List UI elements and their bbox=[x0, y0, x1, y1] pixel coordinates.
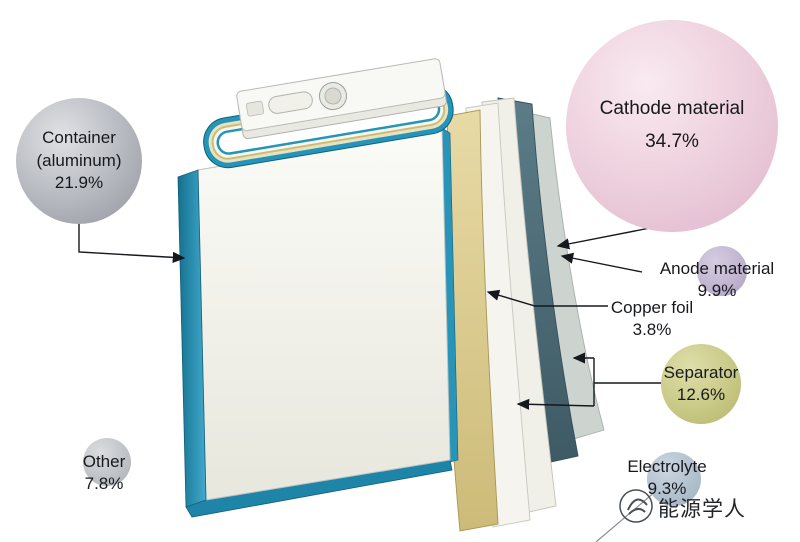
other-value: 7.8% bbox=[84, 474, 124, 494]
separator-value: 12.6% bbox=[676, 385, 726, 404]
separator-bubble: Separator 12.6% bbox=[661, 344, 741, 424]
other-label-block: Other 7.8% bbox=[54, 451, 154, 495]
copper-foil-label-block: Copper foil 3.8% bbox=[592, 297, 712, 341]
anode-label: Anode material bbox=[659, 259, 775, 278]
copper-foil-label: Copper foil bbox=[610, 298, 694, 317]
energy-scholar-logo-icon bbox=[619, 489, 653, 523]
cathode-bubble: Cathode material 34.7% bbox=[566, 20, 778, 232]
electrolyte-label-block: Electrolyte 9.3% bbox=[607, 456, 727, 500]
watermark-graphics bbox=[595, 473, 677, 542]
container-value: 21.9% bbox=[54, 173, 104, 193]
container-label: Container bbox=[42, 128, 116, 148]
anode-bubble bbox=[697, 246, 747, 296]
anode-value: 9.9% bbox=[697, 281, 737, 301]
can-front-face bbox=[197, 127, 451, 501]
anode-callout-line bbox=[560, 252, 643, 273]
watermark-text: 能源学人 bbox=[658, 498, 746, 521]
callout-lines bbox=[78, 224, 661, 410]
lid-square-pad bbox=[245, 100, 265, 117]
copper-foil-value: 3.8% bbox=[632, 320, 672, 340]
anode-label-block: Anode material 9.9% bbox=[637, 258, 797, 302]
container-callout-line bbox=[78, 224, 186, 263]
container-bubble: Container (aluminum) 21.9% bbox=[16, 98, 142, 224]
container-qualifier: (aluminum) bbox=[36, 150, 122, 170]
electrolyte-label: Electrolyte bbox=[627, 457, 707, 476]
cathode-value: 34.7% bbox=[645, 131, 699, 152]
cathode-label: Cathode material bbox=[599, 98, 745, 120]
copper-foil-callout-line bbox=[486, 289, 608, 307]
battery-can bbox=[177, 127, 459, 518]
separator-arrow-bottom bbox=[516, 398, 595, 410]
electrolyte-value: 9.3% bbox=[647, 479, 687, 499]
other-label: Other bbox=[82, 452, 126, 471]
other-bubble bbox=[83, 438, 131, 486]
battery-lid bbox=[236, 58, 447, 140]
lid-vent-oval bbox=[268, 91, 313, 114]
cathode-callout-line bbox=[556, 227, 651, 250]
electrolyte-bubble bbox=[647, 452, 701, 506]
separator-label: Separator bbox=[663, 362, 739, 382]
